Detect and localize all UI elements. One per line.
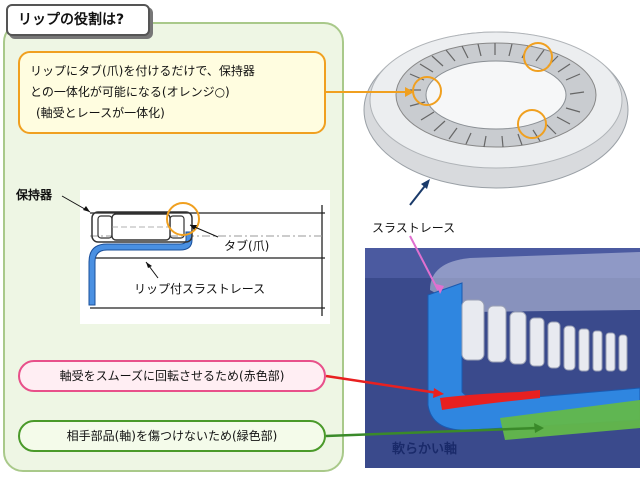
soft-shaft-label: 軟らかい軸 xyxy=(392,442,458,457)
photo-tab-circle-2 xyxy=(523,42,553,72)
cage-label: 保持器 xyxy=(16,188,53,202)
red-raceway-part xyxy=(440,390,540,410)
tab-integration-callout: リップにタブ(爪)を付けるだけで、保持器 との一体化が可能になる(オレンジ○) … xyxy=(18,51,326,134)
photo-tab-circle-3 xyxy=(517,109,547,139)
tab-highlight-circle xyxy=(166,202,200,236)
lipped-race-label: リップ付スラストレース xyxy=(134,282,266,296)
lipped-race-shape xyxy=(88,231,193,306)
tab-label: タブ(爪) xyxy=(224,239,270,253)
thrust-race-label: スラストレース xyxy=(372,221,456,235)
photo-tab-circle-1 xyxy=(412,76,442,106)
bearing-bore xyxy=(425,60,567,130)
thrust-race-render xyxy=(427,282,640,431)
callout-line-3: (軸受とレースが一体化) xyxy=(36,106,165,120)
callout-line-1: リップにタブ(爪)を付けるだけで、保持器 xyxy=(30,64,255,78)
shaft-protection-callout: 相手部品(軸)を傷つけないため(緑色部) xyxy=(18,420,326,452)
render-rollers xyxy=(461,299,628,372)
page-title: リップの役割は? xyxy=(6,4,150,36)
smooth-rotation-callout: 軸受をスムーズに回転させるため(赤色部) xyxy=(18,360,326,392)
callout-line-2: との一体化が可能になる(オレンジ○) xyxy=(30,85,230,99)
cross-section-box xyxy=(80,190,330,324)
